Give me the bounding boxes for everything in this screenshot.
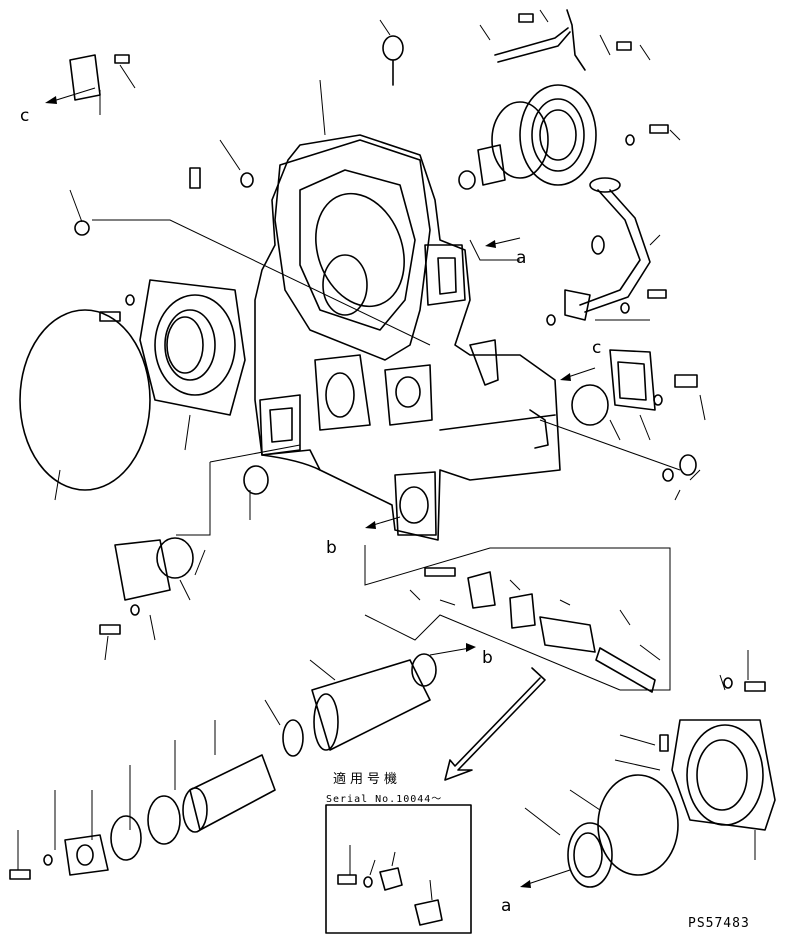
- right-cover-plate: [571, 349, 698, 482]
- direction-arrows: [45, 87, 596, 888]
- callout-a-mid: a: [516, 248, 527, 268]
- callout-c-top: c: [20, 106, 30, 126]
- output-shaft: [64, 653, 437, 876]
- lube-tube-top: [494, 9, 632, 71]
- small-covers-left: [69, 54, 301, 601]
- rear-housing: [567, 719, 776, 888]
- serial-inset-box: [325, 804, 472, 934]
- drawing-code: PS57483: [688, 916, 750, 931]
- top-cover-plate: [458, 84, 597, 190]
- transmission-case: [254, 134, 561, 541]
- callout-b-left: b: [326, 538, 337, 558]
- left-bearing-cover: [139, 279, 246, 416]
- serial-number: Serial No.10044～: [326, 794, 443, 805]
- serial-title: 適用号機: [333, 772, 402, 787]
- callout-a-bottom: a: [501, 896, 512, 916]
- sensor-group: [424, 567, 656, 693]
- leader-lines: [17, 9, 756, 870]
- callout-c-mid: c: [592, 338, 602, 358]
- callout-b-mid: b: [482, 648, 493, 668]
- breather-pipe: [546, 177, 651, 326]
- eye-bolt: [382, 35, 404, 86]
- bolts: [9, 54, 766, 880]
- large-gasket: [19, 309, 151, 491]
